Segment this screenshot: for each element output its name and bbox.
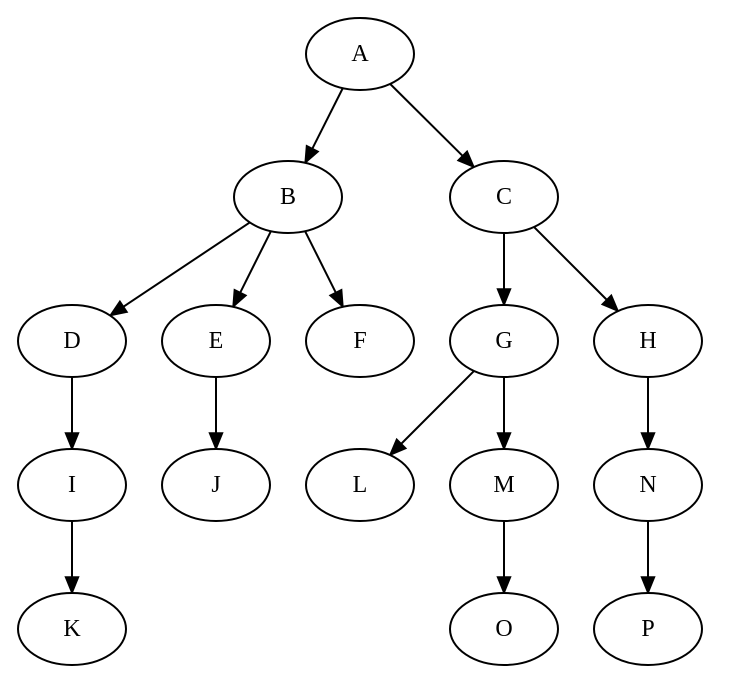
node-label: L xyxy=(353,472,368,498)
arrowhead-icon xyxy=(328,288,344,309)
edge-D-I xyxy=(64,377,80,451)
node-L: L xyxy=(305,448,415,522)
node-label: H xyxy=(639,328,656,354)
edge-N-P xyxy=(640,521,656,595)
node-label: K xyxy=(63,616,81,642)
node-label: M xyxy=(493,472,514,498)
node-ellipse xyxy=(593,448,703,522)
node-J: J xyxy=(161,448,271,522)
edge-B-D xyxy=(108,221,251,317)
edge-G-L xyxy=(388,370,475,457)
node-label: I xyxy=(68,472,76,498)
edge-M-O xyxy=(496,521,512,595)
arrowhead-icon xyxy=(640,432,656,451)
edge-E-J xyxy=(208,377,224,451)
node-label: P xyxy=(641,616,654,642)
nodes-layer: A B C D E F G H I J L M N K O P xyxy=(17,17,703,666)
arrowhead-icon xyxy=(388,437,408,457)
node-D: D xyxy=(17,304,127,378)
arrowhead-icon xyxy=(496,288,512,307)
edge-C-G xyxy=(496,233,512,307)
edge-H-N xyxy=(640,377,656,451)
node-ellipse xyxy=(161,448,271,522)
arrowhead-icon xyxy=(232,288,248,309)
node-K: K xyxy=(17,592,127,666)
edge-A-C xyxy=(389,83,476,169)
arrowhead-icon xyxy=(208,432,224,451)
node-ellipse xyxy=(161,304,271,378)
node-I: I xyxy=(17,448,127,522)
arrowhead-icon xyxy=(600,293,620,313)
node-ellipse xyxy=(17,304,127,378)
edges-layer xyxy=(64,83,656,595)
edge-line xyxy=(400,370,475,445)
node-label: A xyxy=(351,41,369,67)
node-ellipse xyxy=(17,592,127,666)
node-ellipse xyxy=(593,304,703,378)
node-F: F xyxy=(305,304,415,378)
node-ellipse xyxy=(449,160,559,234)
edge-A-B xyxy=(304,87,344,165)
node-label: N xyxy=(639,472,656,498)
edge-line xyxy=(311,87,344,150)
node-ellipse xyxy=(17,448,127,522)
arrowhead-icon xyxy=(496,432,512,451)
arrowhead-icon xyxy=(64,576,80,595)
node-ellipse xyxy=(449,304,559,378)
node-B: B xyxy=(233,160,343,234)
node-label: G xyxy=(495,328,512,354)
node-ellipse xyxy=(305,304,415,378)
node-label: J xyxy=(211,472,220,498)
node-label: O xyxy=(495,616,512,642)
node-ellipse xyxy=(233,160,343,234)
edge-G-M xyxy=(496,377,512,451)
edge-line xyxy=(304,230,337,293)
node-label: C xyxy=(496,184,512,210)
edge-line xyxy=(239,230,272,293)
edge-line xyxy=(389,83,464,157)
edge-I-K xyxy=(64,521,80,595)
node-O: O xyxy=(449,592,559,666)
arrowhead-icon xyxy=(640,576,656,595)
node-label: B xyxy=(280,184,296,210)
node-ellipse xyxy=(593,592,703,666)
node-P: P xyxy=(593,592,703,666)
node-G: G xyxy=(449,304,559,378)
node-ellipse xyxy=(449,592,559,666)
edge-line xyxy=(533,226,608,301)
arrowhead-icon xyxy=(108,299,129,317)
node-ellipse xyxy=(305,448,415,522)
node-C: C xyxy=(449,160,559,234)
node-label: D xyxy=(63,328,80,354)
node-label: F xyxy=(353,328,366,354)
edge-B-E xyxy=(232,230,272,309)
node-ellipse xyxy=(305,17,415,91)
node-N: N xyxy=(593,448,703,522)
node-A: A xyxy=(305,17,415,91)
node-label: E xyxy=(209,328,224,354)
edge-B-F xyxy=(304,230,344,309)
node-ellipse xyxy=(449,448,559,522)
edge-line xyxy=(122,221,251,308)
edge-C-H xyxy=(533,226,620,313)
node-E: E xyxy=(161,304,271,378)
node-M: M xyxy=(449,448,559,522)
arrowhead-icon xyxy=(304,144,320,165)
arrowhead-icon xyxy=(496,576,512,595)
arrowhead-icon xyxy=(456,149,476,169)
arrowhead-icon xyxy=(64,432,80,451)
node-H: H xyxy=(593,304,703,378)
